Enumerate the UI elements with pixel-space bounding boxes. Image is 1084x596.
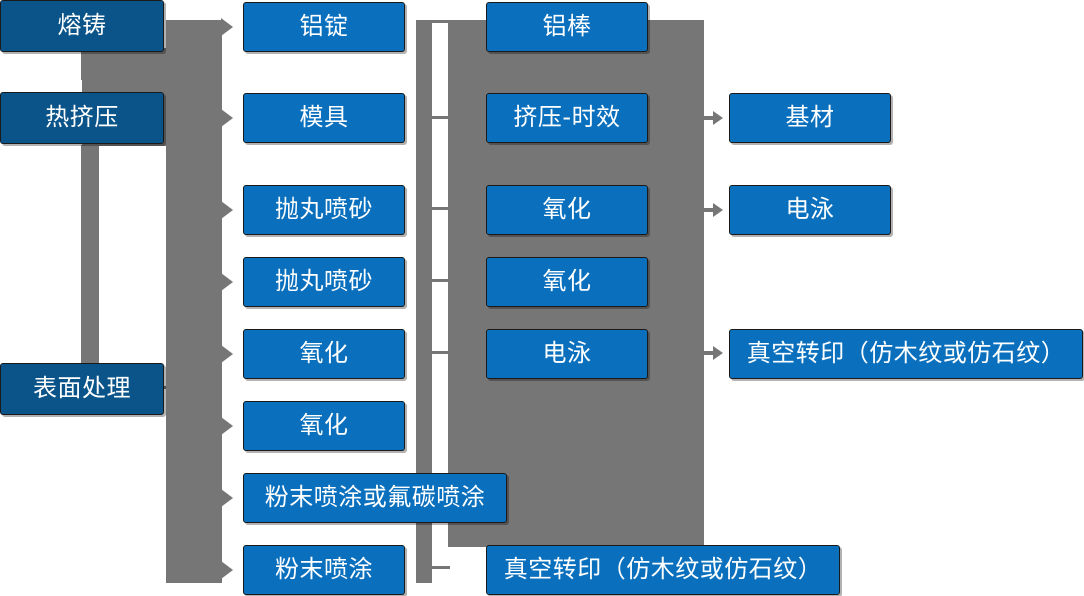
arrow-to-base-material xyxy=(713,111,723,125)
node-oxidation-3[interactable]: 氧化 xyxy=(486,185,648,235)
arrow-stem-to-base-material xyxy=(703,116,715,120)
node-mould[interactable]: 模具 xyxy=(243,93,405,143)
node-electrophoresis-2[interactable]: 电泳 xyxy=(729,185,891,235)
arrow-to-shot-blasting-1 xyxy=(221,201,233,219)
connector-surface-to-fanout-bar xyxy=(163,386,185,389)
node-powder-or-pvdf[interactable]: 粉末喷涂或氟碳喷涂 xyxy=(243,473,507,523)
tick-row-6 xyxy=(430,566,450,569)
arrow-stem-to-vacuum-transfer-2 xyxy=(703,351,715,355)
arrow-stem-to-electrophoresis-2 xyxy=(703,208,715,212)
node-powder-coating[interactable]: 粉末喷涂 xyxy=(243,545,405,595)
node-oxidation-2[interactable]: 氧化 xyxy=(243,401,405,451)
tick-row-5 xyxy=(430,351,450,354)
node-shot-blasting-2[interactable]: 抛丸喷砂 xyxy=(243,257,405,307)
node-extrusion-aging[interactable]: 挤压-时效 xyxy=(486,93,648,143)
arrow-to-powder-or-pvdf xyxy=(221,489,233,507)
arrow-to-aluminum-ingot xyxy=(221,18,233,36)
arrow-to-electrophoresis-2 xyxy=(713,203,723,217)
collector-bar-column3 xyxy=(416,20,432,583)
arrow-to-powder-coating xyxy=(221,561,233,579)
tick-row-2 xyxy=(430,116,450,119)
tick-row-1 xyxy=(430,20,450,23)
node-oxidation-1[interactable]: 氧化 xyxy=(243,329,405,379)
node-base-material[interactable]: 基材 xyxy=(729,93,891,143)
arrow-to-shot-blasting-2 xyxy=(221,273,233,291)
node-electrophoresis-1[interactable]: 电泳 xyxy=(486,329,648,379)
node-vacuum-transfer-1[interactable]: 真空转印（仿木纹或仿石纹） xyxy=(486,545,840,595)
node-aluminum-ingot[interactable]: 铝锭 xyxy=(243,2,405,52)
tick-row-3 xyxy=(430,207,450,210)
arrow-down-to-surface-treatment xyxy=(81,353,99,364)
tick-row-4 xyxy=(430,279,450,282)
node-vacuum-transfer-2[interactable]: 真空转印（仿木纹或仿石纹） xyxy=(729,329,1083,379)
arrow-to-mould xyxy=(221,109,233,127)
node-hot-extrusion[interactable]: 热挤压 xyxy=(0,92,164,144)
arrow-to-oxidation-1 xyxy=(221,345,233,363)
node-surface-treatment[interactable]: 表面处理 xyxy=(0,363,164,415)
connector-extrusion-to-surface-spine xyxy=(81,145,99,363)
node-oxidation-4[interactable]: 氧化 xyxy=(486,257,648,307)
arrow-to-oxidation-2 xyxy=(221,417,233,435)
node-shot-blasting-1[interactable]: 抛丸喷砂 xyxy=(243,185,405,235)
arrow-to-vacuum-transfer-2 xyxy=(713,346,723,360)
node-aluminum-bar[interactable]: 铝棒 xyxy=(486,2,648,52)
node-melt-casting[interactable]: 熔铸 xyxy=(0,0,164,52)
